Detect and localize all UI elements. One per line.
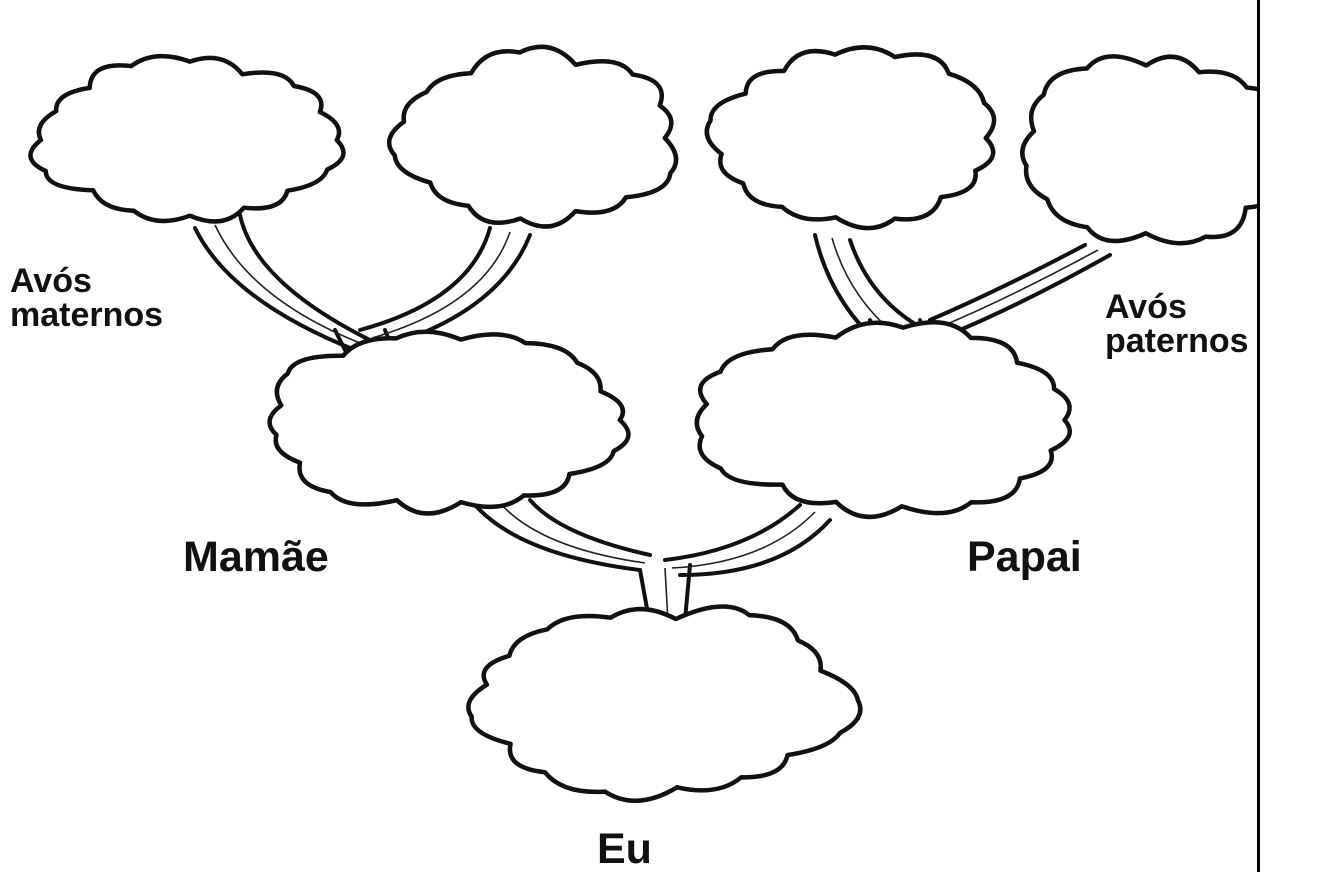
paternal-branch-grain-2	[945, 250, 1098, 325]
father-crown	[697, 322, 1070, 517]
mother-label: Mamãe	[183, 536, 329, 579]
self-label: Eu	[597, 828, 652, 871]
mother-crown	[270, 332, 629, 514]
self-branch-grain-1	[500, 503, 645, 563]
paternal-branch-1-inner	[850, 240, 925, 330]
self-branch-1-inner	[530, 500, 650, 555]
maternal-branch-1-inner	[240, 215, 380, 345]
maternal-grandparent-2-crown	[389, 47, 676, 227]
maternal-grandparents-line1: Avós	[10, 264, 163, 298]
paternal-grandparents-label: Avós paternos	[1105, 290, 1249, 358]
father-label: Papai	[967, 536, 1082, 579]
tree-crowns	[30, 47, 1304, 801]
paternal-branch-2-inner	[960, 255, 1110, 330]
maternal-branch-1-outer	[195, 228, 355, 350]
maternal-branch-grain-2	[372, 232, 510, 338]
maternal-grandparents-line2: maternos	[10, 298, 163, 332]
self-branch-1-outer	[475, 505, 640, 570]
paternal-grandparents-line2: paternos	[1105, 324, 1249, 358]
self-branch-2-outer	[680, 520, 830, 575]
maternal-grandparent-1-crown	[30, 56, 343, 221]
maternal-branch-2-inner	[390, 235, 530, 345]
paternal-grandparents-line1: Avós	[1105, 290, 1249, 324]
maternal-grandparents-label: Avós maternos	[10, 264, 163, 332]
maternal-branch-2-outer	[360, 228, 490, 330]
paternal-grandparent-1-crown	[707, 47, 994, 228]
right-margin-panel	[1257, 0, 1321, 872]
self-branch-2-inner	[665, 505, 800, 560]
self-crown	[468, 607, 860, 801]
